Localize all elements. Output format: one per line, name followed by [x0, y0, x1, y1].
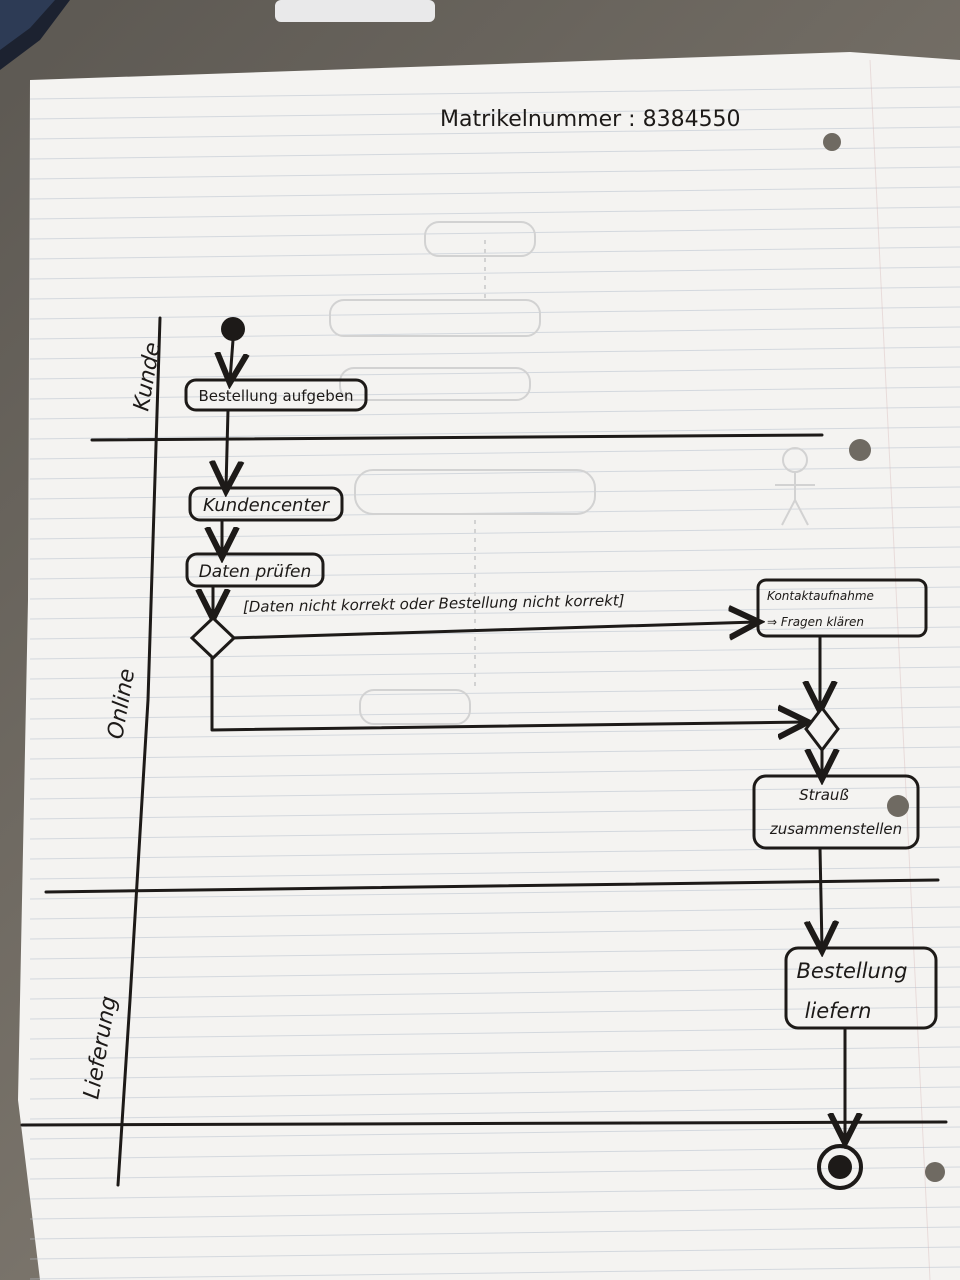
ruled-line	[29, 166, 960, 180]
action-bestellung-aufgeben: Bestellung aufgeben	[184, 378, 368, 412]
edge-strauss-to-liefern	[820, 846, 822, 948]
action-label-line2: ⇒ Fragen klären	[767, 615, 864, 629]
action-label-line2: liefern	[805, 999, 872, 1023]
lane-divider-bottom	[20, 1120, 948, 1127]
ruled-line	[29, 486, 960, 500]
device-corner	[275, 0, 435, 22]
ruled-lines	[29, 59, 960, 1280]
edge-bestellung-to-kundencenter	[226, 408, 228, 488]
ruled-line	[29, 1206, 960, 1220]
action-label-line2: zusammenstellen	[769, 820, 902, 838]
ruled-line	[29, 526, 960, 540]
final-node	[817, 1144, 863, 1190]
ruled-line	[29, 266, 960, 280]
action-label: Daten prüfen	[199, 562, 312, 582]
ruled-line	[29, 826, 960, 840]
ruled-line	[29, 1266, 960, 1280]
ruled-line	[29, 86, 960, 100]
ruled-line	[29, 1166, 960, 1180]
ruled-line	[29, 986, 960, 1000]
edge-start-to-bestellung	[230, 338, 233, 380]
punch-hole	[925, 1162, 945, 1182]
ruled-line	[29, 206, 960, 220]
ruled-line	[29, 1246, 960, 1260]
margin-line	[869, 59, 931, 1280]
ruled-line	[29, 966, 960, 980]
ruled-line	[29, 426, 960, 440]
ruled-line	[29, 226, 960, 240]
action-bestellung-liefern: Bestellung liefern	[784, 946, 938, 1030]
action-label: Bestellung aufgeben	[198, 387, 353, 405]
action-kontaktaufnahme: Kontaktaufnahme ⇒ Fragen klären	[756, 578, 928, 638]
ruled-line	[29, 146, 960, 160]
lane-divider-online-lieferung	[44, 878, 940, 894]
ruled-line	[29, 406, 960, 420]
punch-hole	[823, 133, 841, 151]
ruled-line	[29, 1186, 960, 1200]
laptop-corner	[0, 0, 70, 70]
punch-hole	[849, 439, 871, 461]
action-label-line1: Kontaktaufnahme	[767, 589, 874, 603]
action-strauss-zusammenstellen: Strauß zusammenstellen	[752, 774, 920, 850]
ruled-line	[29, 566, 960, 580]
lane-divider-kunde-online	[90, 433, 824, 442]
merge-node	[804, 705, 840, 753]
ruled-line	[29, 346, 960, 360]
ruled-line	[29, 806, 960, 820]
ruled-line	[29, 886, 960, 900]
ruled-line	[29, 1146, 960, 1160]
lane-divider-vertical	[116, 316, 162, 1187]
ruled-line	[29, 1066, 960, 1080]
ruled-line	[29, 466, 960, 480]
ruled-line	[29, 1006, 960, 1020]
ruled-line	[29, 1226, 960, 1240]
ruled-line	[29, 646, 960, 660]
ruled-line	[29, 1106, 960, 1120]
ruled-line	[29, 546, 960, 560]
ruled-line	[29, 666, 960, 680]
punch-hole	[887, 795, 909, 817]
edge-decision-to-merge	[210, 656, 805, 730]
ruled-line	[29, 626, 960, 640]
action-label: Kundencenter	[203, 495, 331, 516]
swimlane-lines	[20, 316, 948, 1187]
flow-edges	[210, 338, 845, 1140]
ruled-line	[29, 606, 960, 620]
punch-holes	[823, 133, 945, 1182]
action-daten-pruefen: Daten prüfen	[185, 552, 325, 588]
ruled-line	[29, 586, 960, 600]
edge-decision-to-kontakt	[230, 622, 756, 638]
ruled-line	[29, 106, 960, 120]
ruled-line	[29, 186, 960, 200]
ruled-line	[29, 1126, 960, 1140]
ruled-line	[29, 326, 960, 340]
ruled-line	[29, 126, 960, 140]
action-label-line1: Strauß	[799, 786, 849, 804]
ruled-line	[29, 906, 960, 920]
ruled-line	[29, 866, 960, 880]
ruled-line	[29, 1046, 960, 1060]
action-kundencenter: Kundencenter	[188, 486, 344, 522]
ruled-line	[29, 246, 960, 260]
ruled-line	[29, 306, 960, 320]
ruled-line	[29, 1086, 960, 1100]
ruled-line	[29, 286, 960, 300]
decision-node	[189, 615, 237, 661]
ruled-line	[29, 366, 960, 380]
ruled-line	[29, 786, 960, 800]
action-label-line1: Bestellung	[796, 959, 907, 983]
initial-node	[221, 317, 245, 341]
paper	[18, 52, 960, 1280]
matrikel-header: Matrikelnummer : 8384550	[440, 107, 741, 132]
ruled-line	[29, 446, 960, 460]
show-through-ghost	[329, 221, 815, 725]
